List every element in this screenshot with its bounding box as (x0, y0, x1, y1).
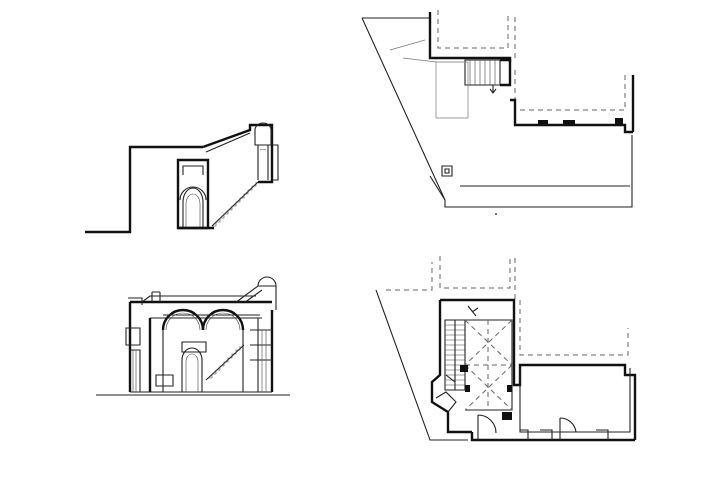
plan-upper (361, 10, 635, 215)
section-lower (96, 276, 290, 396)
plan-lower (375, 256, 637, 442)
section-upper (85, 122, 279, 234)
